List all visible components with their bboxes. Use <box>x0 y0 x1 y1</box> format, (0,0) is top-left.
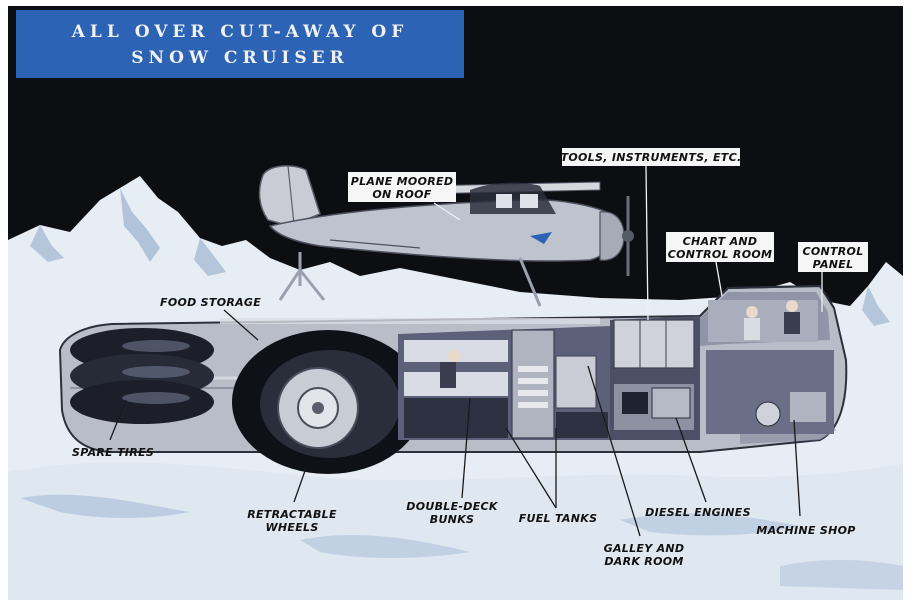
title-line-2: SNOW CRUISER <box>131 48 349 68</box>
label-plane-line1: PLANE MOORED <box>351 175 454 188</box>
label-plane-line2: ON ROOF <box>372 188 431 201</box>
label-wheels-line1: RETRACTABLE <box>247 508 337 521</box>
label-panel-line2: PANEL <box>813 258 854 271</box>
label-machine-shop: MACHINE SHOP <box>756 524 855 537</box>
label-galley-line2: DARK ROOM <box>604 555 683 568</box>
label-chart-line2: CONTROL ROOM <box>668 248 773 261</box>
label-diesel-engines: DIESEL ENGINES <box>645 506 751 519</box>
interior-cutaway <box>398 292 834 440</box>
leader-lines <box>109 165 823 537</box>
title-banner: ALL OVER CUT-AWAY OF SNOW CRUISER <box>16 10 464 78</box>
spare-tires <box>70 328 214 424</box>
label-fuel-tanks: FUEL TANKS <box>519 512 598 525</box>
label-bunks-line1: DOUBLE-DECK <box>406 500 499 513</box>
retractable-wheel <box>232 330 424 474</box>
label-plane: PLANE MOORED ON ROOF <box>348 172 456 202</box>
label-tools-text: TOOLS, INSTRUMENTS, ETC. <box>561 151 742 164</box>
label-bunks-line2: BUNKS <box>430 513 474 526</box>
label-spare-tires: SPARE TIRES <box>72 446 154 459</box>
title-line-1: ALL OVER CUT-AWAY OF <box>71 22 409 42</box>
label-food-storage: FOOD STORAGE <box>160 296 261 309</box>
roof-plane <box>258 165 634 307</box>
label-galley-line1: GALLEY AND <box>604 542 685 555</box>
label-tools: TOOLS, INSTRUMENTS, ETC. <box>561 148 742 166</box>
label-chart-line1: CHART AND <box>683 235 758 248</box>
label-chart-room: CHART AND CONTROL ROOM <box>666 232 774 262</box>
label-control-panel: CONTROL PANEL <box>798 242 868 272</box>
label-wheels-line2: WHEELS <box>265 521 318 534</box>
label-panel-line1: CONTROL <box>802 245 863 258</box>
